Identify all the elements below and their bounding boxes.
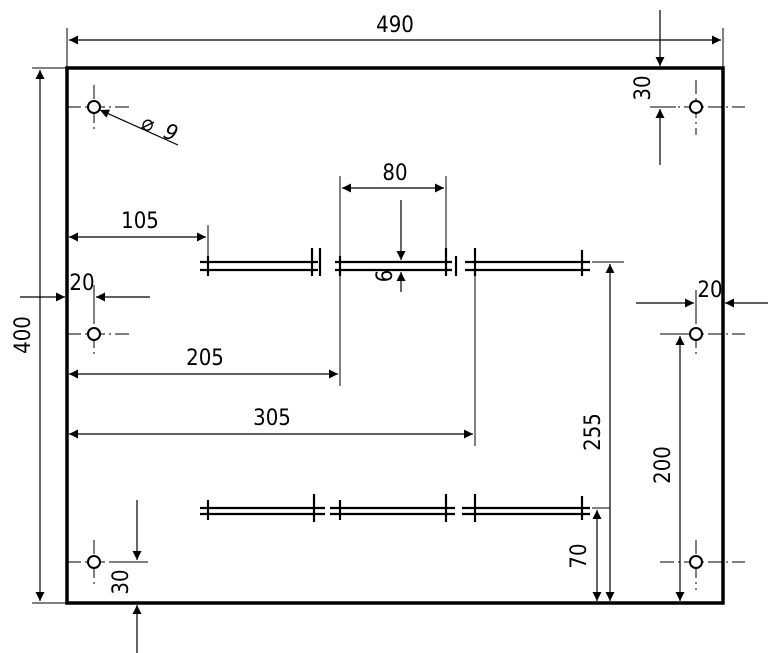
dim-slot-spacing: 80 <box>339 161 447 258</box>
dim-hole-edge-right: 20 <box>636 278 768 310</box>
dim-slot-width: 6 <box>373 200 406 292</box>
dim-label-top-hole-offset: 30 <box>631 75 656 100</box>
dim-label-hole-diameter: 9 <box>160 119 181 147</box>
diameter-symbol: ⌀ <box>138 110 158 138</box>
dim-label-lower-slots-height: 70 <box>567 543 592 568</box>
slots-upper-row <box>200 248 590 276</box>
dim-label-slot-width: 6 <box>373 270 398 283</box>
hole-top-left <box>67 85 130 130</box>
dim-hole-diameter: ⌀ 9 <box>99 109 181 147</box>
plate-outline <box>65 66 725 605</box>
dim-label-hole-edge-right: 20 <box>697 278 722 303</box>
dim-label-overall-height: 400 <box>11 316 36 354</box>
dim-label-hole-edge-left: 20 <box>69 271 94 296</box>
dim-bottom-hole-offset: 30 <box>109 500 148 653</box>
dim-label-upper-slots-height: 255 <box>581 413 606 451</box>
dim-label-slot-spacing: 80 <box>382 161 407 186</box>
dim-middle-hole-height: 200 <box>651 333 690 601</box>
hole-middle-left <box>67 310 132 358</box>
dim-lower-slots-height: 70 <box>567 507 610 601</box>
dim-overall-width: 490 <box>66 13 724 68</box>
dim-hole-edge-left: 20 <box>20 271 150 310</box>
dim-label-middle-hole-height: 200 <box>651 446 676 484</box>
dim-label-bottom-hole-offset: 30 <box>109 569 134 594</box>
slots-lower-row <box>200 494 590 522</box>
dim-top-hole-offset: 30 <box>631 10 676 165</box>
dim-label-slot-start-left: 105 <box>121 209 159 234</box>
dim-overall-height: 400 <box>11 67 67 604</box>
dim-label-overall-width: 490 <box>376 13 414 38</box>
dim-slot-start-left: 105 <box>69 209 209 256</box>
dim-slot3-offset: 305 <box>69 276 476 446</box>
dim-upper-slots-height: 255 <box>581 261 624 601</box>
dim-label-slot3-offset: 305 <box>253 406 291 431</box>
hole-top-right <box>660 80 745 135</box>
dim-label-slot2-offset: 205 <box>186 346 224 371</box>
hole-bottom-right <box>660 540 745 590</box>
dim-slot2-offset: 205 <box>69 276 341 386</box>
